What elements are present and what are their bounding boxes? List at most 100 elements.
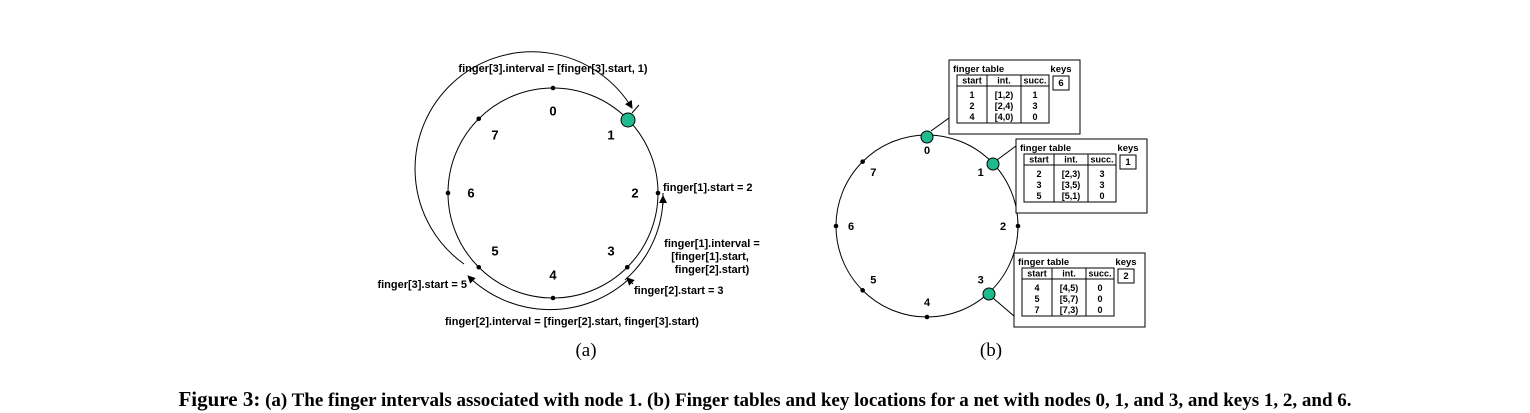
b-node-label-2: 2 bbox=[1000, 221, 1006, 233]
finger-table-header: int. bbox=[1064, 155, 1078, 165]
a-node-dot-6 bbox=[445, 190, 451, 196]
finger-table-title: finger table bbox=[1020, 143, 1071, 154]
panel-a-label: (a) bbox=[575, 340, 596, 361]
finger-table-cell: 4 bbox=[1034, 283, 1039, 293]
a-node-label-5: 5 bbox=[491, 244, 498, 259]
finger-table-cell: [2,4) bbox=[995, 101, 1014, 111]
f1-interval-label-2: [finger[1].start, bbox=[671, 251, 749, 263]
finger-table-grid bbox=[956, 74, 1050, 124]
a-node-dot-0 bbox=[550, 85, 556, 91]
finger2-start-arrowhead bbox=[626, 277, 635, 286]
keys-value: 2 bbox=[1123, 271, 1128, 282]
caption-text: (a) The finger intervals associated with… bbox=[265, 390, 1352, 411]
f3-interval-label: finger[3].interval = [finger[3].start, 1… bbox=[458, 63, 648, 75]
f3-start-label: finger[3].start = 5 bbox=[377, 279, 467, 291]
node-1-marker-b bbox=[986, 157, 1000, 171]
finger-table-header: succ. bbox=[1088, 269, 1111, 279]
b-node-label-6: 6 bbox=[848, 221, 854, 233]
finger-table-title: finger table bbox=[953, 64, 1004, 75]
finger-table-grid bbox=[1023, 153, 1117, 203]
finger3-interval-arc bbox=[414, 51, 633, 265]
b-node-dot-4 bbox=[924, 314, 930, 320]
finger-table-node-3: finger table keys 2 start int. succ. 4 [4,5) 0 5 [… bbox=[1013, 252, 1146, 328]
finger-table-cell: [4,0) bbox=[995, 112, 1014, 122]
finger-table-cell: 2 bbox=[969, 101, 974, 111]
a-node-dot-5 bbox=[476, 264, 482, 270]
keys-box bbox=[1117, 268, 1135, 284]
f1-interval-label-3: finger[2].start) bbox=[675, 264, 750, 276]
panel-b-label: (b) bbox=[980, 340, 1002, 361]
finger-table-cell: [1,2) bbox=[995, 90, 1014, 100]
a-node-label-7: 7 bbox=[491, 128, 498, 143]
finger-table-grid bbox=[1021, 267, 1115, 317]
finger-table-cell: 3 bbox=[1036, 180, 1041, 190]
finger-table-cell: [2,3) bbox=[1062, 169, 1081, 179]
callout-line-node-0 bbox=[930, 117, 950, 132]
finger-table-box bbox=[948, 59, 1081, 135]
f1-interval-label-1: finger[1].interval = bbox=[664, 238, 760, 250]
keys-value: 6 bbox=[1058, 78, 1063, 89]
b-node-dot-2 bbox=[1015, 223, 1021, 229]
node-1-tick bbox=[631, 104, 640, 114]
b-node-label-1: 1 bbox=[978, 167, 984, 179]
callout-line-node-3 bbox=[992, 297, 1015, 318]
a-node-label-6: 6 bbox=[467, 186, 474, 201]
finger2-interval-arc bbox=[467, 275, 630, 311]
a-node-label-2: 2 bbox=[631, 186, 638, 201]
callout-line-node-1 bbox=[996, 145, 1017, 161]
node-0-marker bbox=[920, 130, 934, 144]
finger-table-cell: 7 bbox=[1034, 305, 1039, 315]
finger-table-box bbox=[1013, 252, 1146, 328]
finger-table-header: int. bbox=[1062, 269, 1076, 279]
b-node-label-3: 3 bbox=[978, 275, 984, 287]
finger-table-cell: 1 bbox=[969, 90, 974, 100]
keys-label: keys bbox=[1117, 143, 1138, 154]
finger-table-cell: 5 bbox=[1036, 191, 1041, 201]
finger-table-header: start bbox=[962, 76, 982, 86]
finger-table-header: int. bbox=[997, 76, 1011, 86]
finger-table-cell: 1 bbox=[1032, 90, 1037, 100]
b-node-label-7: 7 bbox=[870, 167, 876, 179]
a-node-dot-2 bbox=[655, 190, 661, 196]
a-node-label-0: 0 bbox=[549, 104, 556, 119]
node-3-marker bbox=[982, 287, 996, 301]
figure-caption: Figure 3: (a) The finger intervals assoc… bbox=[0, 387, 1530, 412]
a-node-dot-7 bbox=[476, 116, 482, 122]
keys-box bbox=[1119, 154, 1137, 170]
finger-table-cell: 3 bbox=[1032, 101, 1037, 111]
b-node-label-5: 5 bbox=[870, 275, 876, 287]
finger-table-header: start bbox=[1027, 269, 1047, 279]
finger-table-cell: 0 bbox=[1097, 305, 1102, 315]
b-node-label-4: 4 bbox=[924, 297, 931, 309]
finger-table-cell: [5,7) bbox=[1060, 294, 1079, 304]
a-node-label-4: 4 bbox=[549, 268, 557, 283]
finger-table-cell: [7,3) bbox=[1060, 305, 1079, 315]
a-node-label-1: 1 bbox=[607, 128, 614, 143]
keys-box bbox=[1052, 75, 1070, 91]
keys-label: keys bbox=[1115, 257, 1136, 268]
finger-table-cell: 0 bbox=[1099, 191, 1104, 201]
finger-table-header: start bbox=[1029, 155, 1049, 165]
finger-table-cell: 3 bbox=[1099, 180, 1104, 190]
finger-table-header: succ. bbox=[1090, 155, 1113, 165]
finger-table-cell: [5,1) bbox=[1062, 191, 1081, 201]
finger-table-title: finger table bbox=[1018, 257, 1069, 268]
a-node-dot-4 bbox=[550, 295, 556, 301]
keys-label: keys bbox=[1050, 64, 1071, 75]
finger-table-cell: 3 bbox=[1099, 169, 1104, 179]
b-node-dot-5 bbox=[860, 288, 865, 293]
node-1-marker bbox=[620, 112, 636, 128]
finger-table-cell: 5 bbox=[1034, 294, 1039, 304]
b-node-label-0: 0 bbox=[924, 145, 930, 157]
finger-table-cell: 4 bbox=[969, 112, 974, 122]
a-node-dot-3 bbox=[624, 264, 630, 270]
finger-table-cell: [4,5) bbox=[1060, 283, 1079, 293]
finger-table-box bbox=[1015, 138, 1148, 214]
finger-table-cell: 2 bbox=[1036, 169, 1041, 179]
keys-value: 1 bbox=[1125, 157, 1131, 168]
